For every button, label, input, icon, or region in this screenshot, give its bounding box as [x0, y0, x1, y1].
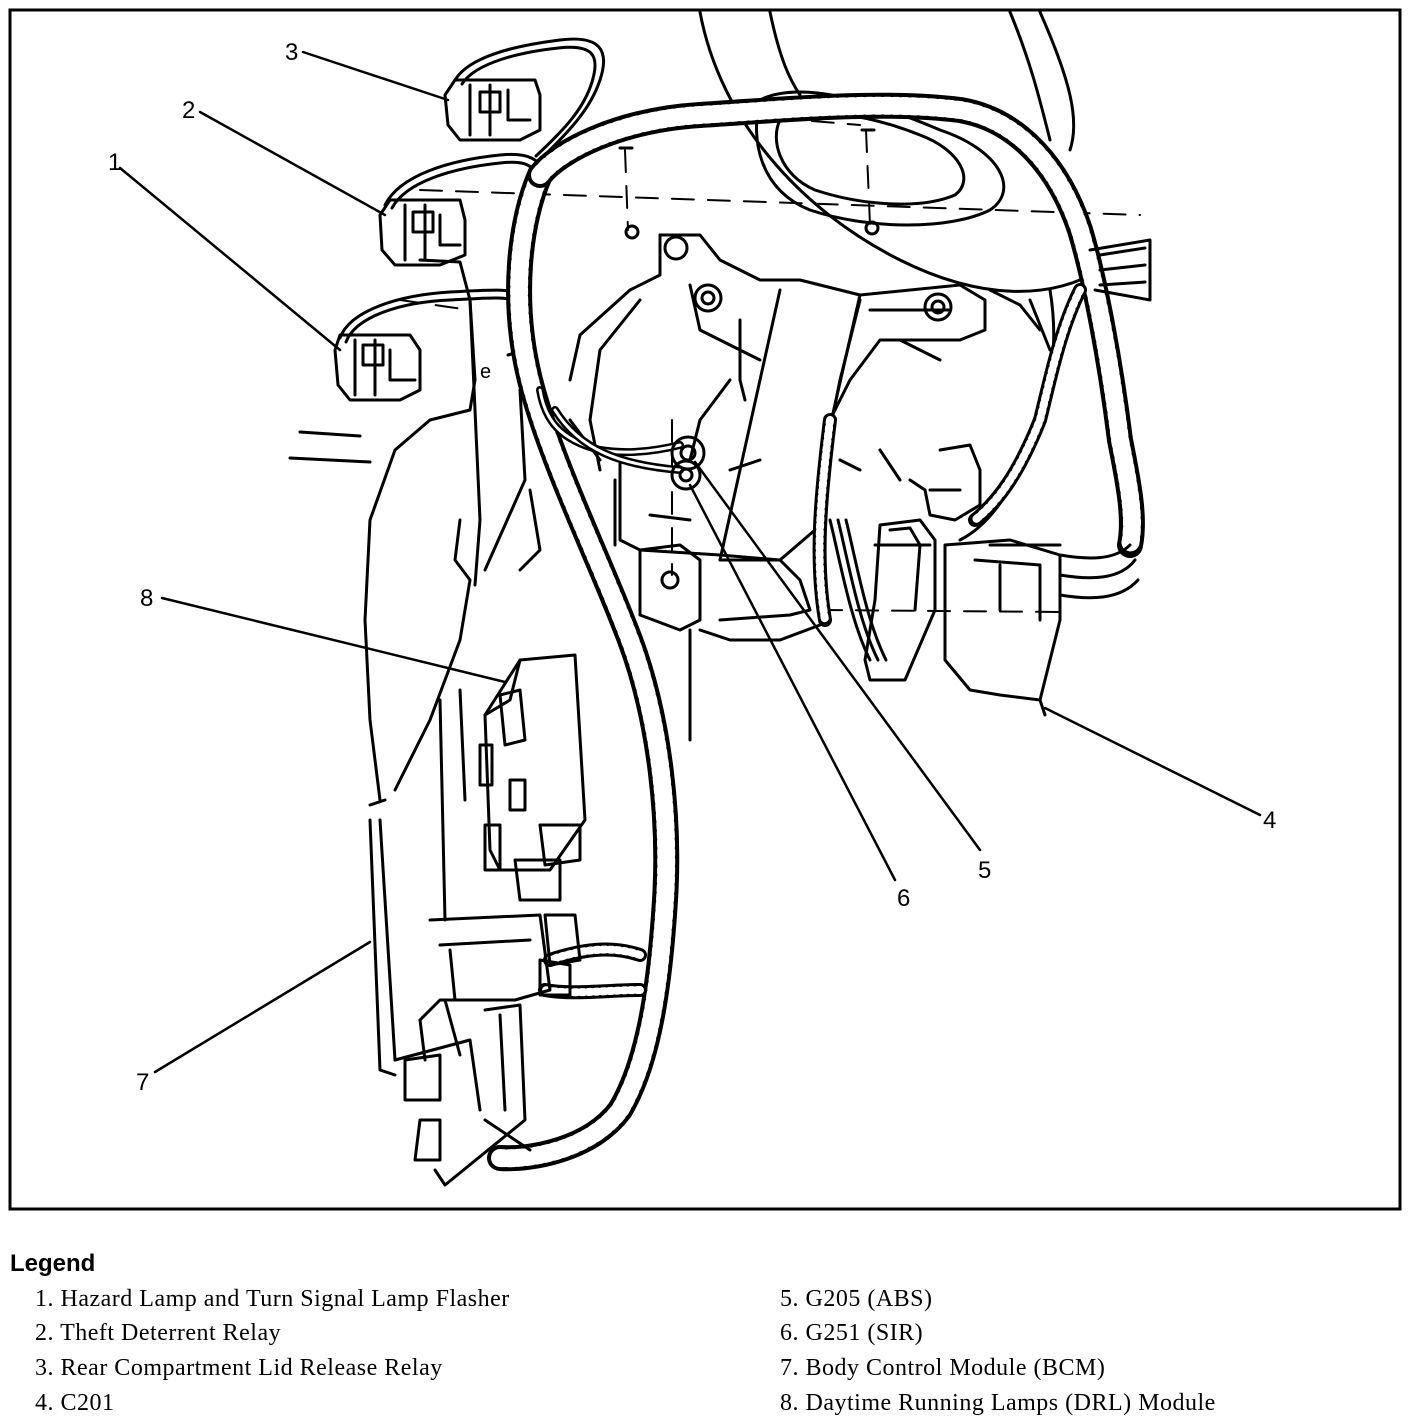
callout-2: 2	[182, 97, 195, 124]
callout-6: 6	[897, 885, 910, 912]
alignment-lines	[399, 114, 1141, 613]
diagram-frame	[8, 8, 1402, 1211]
body-control-module	[368, 818, 582, 1187]
callout-leaders	[118, 50, 1262, 1074]
legend-item-6: 6. G251 (SIR)	[780, 1320, 924, 1346]
legend-title: Legend	[10, 1250, 96, 1277]
leader-2	[198, 110, 387, 217]
leader-8	[160, 596, 507, 684]
legend-item-1: 1. Hazard Lamp and Turn Signal Lamp Flas…	[35, 1286, 510, 1312]
legend-item-5: 5. G205 (ABS)	[780, 1286, 933, 1312]
callout-8: 8	[140, 585, 153, 612]
callout-1: 1	[108, 149, 121, 176]
wiring-harness	[487, 92, 1152, 1172]
legend-item-2: 2. Theft Deterrent Relay	[35, 1320, 282, 1346]
callout-3: 3	[285, 39, 298, 66]
callout-numbers: 1 2 3 4 5 6 7 8	[108, 39, 1276, 1096]
legend-item-4: 4. C201	[35, 1390, 115, 1416]
leader-3	[301, 50, 450, 102]
ground-wires	[536, 386, 706, 491]
leader-6	[688, 483, 897, 882]
leader-4	[1043, 706, 1262, 817]
mounting-bolts	[618, 128, 953, 590]
callout-7: 7	[136, 1069, 149, 1096]
legend-item-3: 3. Rear Compartment Lid Release Relay	[35, 1355, 443, 1381]
legend-item-7: 7. Body Control Module (BCM)	[780, 1355, 1106, 1381]
callout-4: 4	[1263, 807, 1276, 834]
knee-bolster-panel	[288, 258, 602, 807]
relay-3	[443, 37, 606, 162]
drl-module	[438, 653, 587, 922]
relay-1	[333, 288, 527, 402]
leader-7	[153, 940, 372, 1074]
legend-item-8: 8. Daytime Running Lamps (DRL) Module	[780, 1390, 1216, 1416]
c201-connector	[828, 443, 1140, 717]
callout-5: 5	[978, 857, 991, 884]
leader-5	[693, 460, 982, 852]
svg-text:e: e	[480, 361, 491, 383]
leader-1	[118, 166, 342, 352]
